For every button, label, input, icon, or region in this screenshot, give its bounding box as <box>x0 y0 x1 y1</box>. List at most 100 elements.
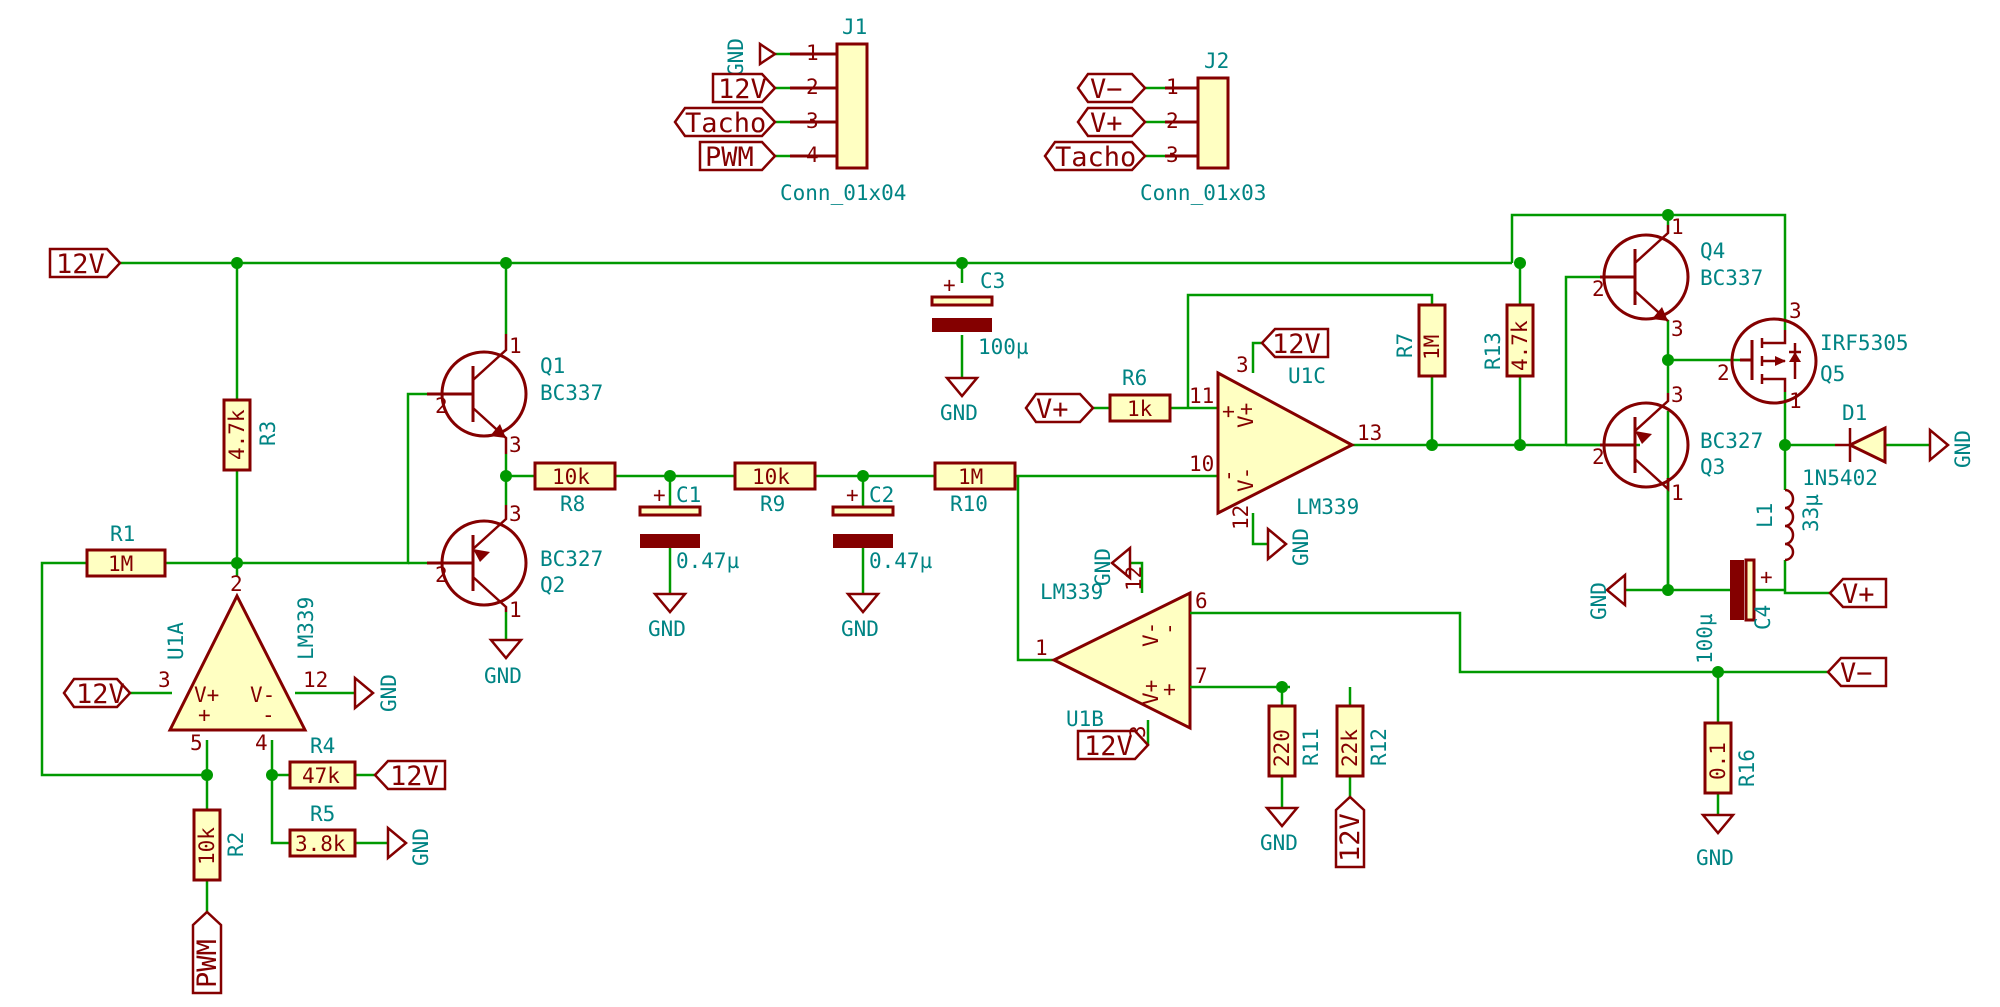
svg-text:U1B: U1B <box>1066 707 1104 731</box>
j1-value: Conn_01x04 <box>780 181 906 205</box>
net-label-12v-u1b[interactable]: 12V <box>1076 729 1150 762</box>
svg-text:10: 10 <box>1189 452 1214 476</box>
svg-text:R10: R10 <box>950 492 988 516</box>
capacitor-c1[interactable]: + C1 0.47µ <box>638 483 740 573</box>
net-label-vplus[interactable]: V+ <box>1076 106 1147 139</box>
resistor-r2[interactable]: 10k R2 <box>192 808 248 882</box>
j2-pin2: 2 <box>1166 109 1179 133</box>
net-label-pwm[interactable]: PWM <box>698 140 777 173</box>
inductor-l1[interactable]: L1 33µ <box>1753 488 1823 562</box>
svg-text:R8: R8 <box>560 492 585 516</box>
connector-j1[interactable]: J1 Conn_01x04 1 2 3 4 <box>780 15 906 205</box>
resistor-r10[interactable]: 1M R10 <box>933 461 1017 516</box>
svg-text:V+: V+ <box>1090 108 1123 139</box>
svg-text:33µ: 33µ <box>1799 494 1823 532</box>
resistor-r8[interactable]: 10k R8 <box>533 461 617 516</box>
svg-text:C4: C4 <box>1751 605 1775 630</box>
svg-text:1M: 1M <box>958 465 983 489</box>
opamp-u1a[interactable]: 2 3 12 5 4 V+ V- + - U1A LM339 <box>158 572 328 755</box>
gnd-symbol-d1: GND <box>1928 427 1975 468</box>
svg-text:V-: V- <box>250 683 275 707</box>
opamp-u1c[interactable]: 3 11 13 10 12 V+ V- + - U1C LM339 <box>1189 353 1382 530</box>
net-label-vplus-r6[interactable]: V+ <box>1024 392 1095 425</box>
net-label-vminus-out[interactable]: V− <box>1826 656 1888 689</box>
resistor-r11[interactable]: 220 R11 <box>1267 704 1323 778</box>
svg-text:22k: 22k <box>1338 729 1362 767</box>
svg-text:12V: 12V <box>76 679 125 710</box>
capacitor-c2[interactable]: + C2 0.47µ <box>831 483 933 573</box>
resistor-r6[interactable]: 1k R6 <box>1108 366 1172 423</box>
resistor-r13[interactable]: 4.7k R13 <box>1481 303 1535 378</box>
svg-text:GND: GND <box>377 674 401 712</box>
resistor-r3[interactable]: 4.7k R3 <box>222 398 280 472</box>
opamp-u1b[interactable]: 1 12 6 7 3 V- V+ - + LM339 U1B <box>1035 566 1208 738</box>
resistor-r9[interactable]: 10k R9 <box>733 461 817 516</box>
net-label-12v[interactable]: 12V <box>711 72 777 105</box>
resistor-r5[interactable]: 3.8k R5 <box>288 802 357 858</box>
resistor-r12[interactable]: 22k R12 <box>1335 704 1391 778</box>
svg-text:1: 1 <box>1789 389 1802 413</box>
net-label-12v-u1c[interactable]: 12V <box>1260 327 1330 360</box>
svg-text:+: + <box>846 483 859 507</box>
svg-text:C1: C1 <box>676 483 701 507</box>
svg-text:BC337: BC337 <box>1700 266 1763 290</box>
svg-text:U1A: U1A <box>164 622 188 660</box>
gnd-symbol-r11: GND <box>1260 806 1300 855</box>
svg-text:GND: GND <box>484 664 522 688</box>
svg-text:LM339: LM339 <box>1296 495 1359 519</box>
j1-pin4: 4 <box>806 143 819 167</box>
svg-text:4: 4 <box>255 731 268 755</box>
connector-j2[interactable]: J2 Conn_01x03 1 2 3 <box>1140 49 1266 205</box>
resistor-r7[interactable]: 1M R7 <box>1393 303 1447 378</box>
capacitor-c4[interactable]: + C4 100µ <box>1693 558 1775 664</box>
net-label-vplus-c4[interactable]: V+ <box>1828 577 1888 610</box>
svg-text:V-: V- <box>1139 622 1163 647</box>
net-label-pwm-input[interactable]: PWM <box>191 910 223 995</box>
svg-text:PWM: PWM <box>705 142 754 173</box>
resistor-r16[interactable]: 0.1 R16 <box>1703 721 1759 795</box>
svg-text:0.47µ: 0.47µ <box>869 549 933 573</box>
net-label-tacho-j2[interactable]: Tacho <box>1043 140 1147 173</box>
transistor-q2[interactable]: 3 2 1 BC327 Q2 <box>427 502 603 622</box>
resistor-r1[interactable]: 1M R1 <box>85 522 167 578</box>
svg-text:Q1: Q1 <box>540 354 565 378</box>
net-label-vminus[interactable]: V− <box>1076 72 1147 105</box>
net-label-12v-u1a[interactable]: 12V <box>62 677 132 710</box>
svg-text:BC337: BC337 <box>540 381 603 405</box>
svg-text:1: 1 <box>1671 481 1684 505</box>
svg-text:100µ: 100µ <box>1693 613 1717 664</box>
svg-text:0.47µ: 0.47µ <box>676 549 740 573</box>
net-label-12v-r4[interactable]: 12V <box>373 759 447 792</box>
svg-text:2: 2 <box>1592 277 1605 301</box>
svg-text:+: + <box>1157 683 1181 696</box>
net-label-12v-rail[interactable]: 12V <box>48 247 122 280</box>
svg-text:R11: R11 <box>1299 728 1323 766</box>
svg-text:LM339: LM339 <box>294 597 318 660</box>
transistor-q4[interactable]: 1 2 3 Q4 BC337 <box>1592 215 1763 341</box>
diode-d1[interactable]: D1 1N5402 <box>1802 401 1887 490</box>
svg-text:2: 2 <box>230 572 243 596</box>
svg-text:3: 3 <box>509 433 522 457</box>
svg-text:R12: R12 <box>1367 728 1391 766</box>
svg-text:4.7k: 4.7k <box>1508 320 1532 371</box>
gnd-symbol-u1c: GND <box>1266 526 1313 566</box>
svg-text:R13: R13 <box>1481 332 1505 370</box>
resistor-r4[interactable]: 47k R4 <box>288 734 357 790</box>
transistor-q3[interactable]: 3 2 1 BC327 Q3 <box>1592 383 1763 505</box>
svg-text:R5: R5 <box>310 802 335 826</box>
gnd-symbol <box>758 41 778 67</box>
svg-text:2: 2 <box>435 563 448 587</box>
net-label-12v-r12[interactable]: 12V <box>1334 795 1366 869</box>
net-label-tacho[interactable]: Tacho <box>673 106 777 139</box>
svg-text:V+: V+ <box>1139 680 1163 705</box>
gnd-symbol-c3: GND <box>940 376 980 425</box>
capacitor-c3[interactable]: + C3 100µ <box>930 269 1029 359</box>
mosfet-q5[interactable]: 3 2 1 IRF5305 Q5 <box>1717 299 1909 413</box>
gnd-symbol-u1b: GND <box>1091 545 1132 586</box>
svg-text:R1: R1 <box>110 522 135 546</box>
svg-text:0.1: 0.1 <box>1706 742 1730 780</box>
svg-text:+: + <box>1216 405 1240 418</box>
svg-text:4.7k: 4.7k <box>225 409 249 460</box>
svg-text:L1: L1 <box>1753 503 1777 528</box>
transistor-q1[interactable]: 1 2 3 Q1 BC337 <box>427 334 603 457</box>
